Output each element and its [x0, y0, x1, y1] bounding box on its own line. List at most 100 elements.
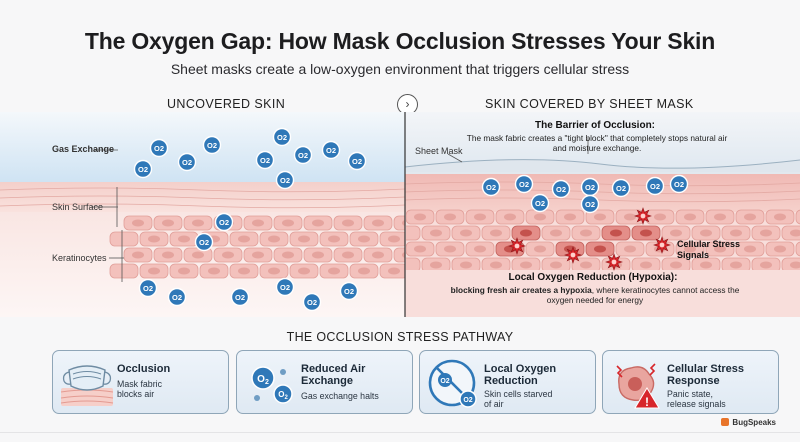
oxygen-molecule: O2 — [138, 278, 158, 298]
svg-text:O2: O2 — [280, 283, 290, 292]
oxygen-molecule: O2 — [551, 179, 571, 199]
svg-text:O2: O2 — [182, 158, 192, 167]
cell-nucleus — [312, 219, 324, 227]
cell-nucleus — [460, 229, 472, 237]
cell-nucleus — [178, 267, 190, 275]
svg-text:O2: O2 — [143, 284, 153, 293]
cell — [109, 263, 139, 279]
oxygen-molecule: O2 — [347, 151, 367, 171]
cell-nucleus — [252, 219, 264, 227]
svg-text:O2: O2 — [585, 183, 595, 192]
svg-text:!: ! — [645, 395, 649, 409]
hypoxia-text: blocking fresh air creates a hypoxia, wh… — [450, 285, 740, 305]
svg-text:O2: O2 — [260, 156, 270, 165]
oxygen-molecule: O2 — [645, 176, 665, 196]
oxygen-molecule: O2 — [149, 138, 169, 158]
cellular-stress-signals — [508, 207, 671, 271]
cell-nucleus — [624, 213, 636, 221]
cell-nucleus — [430, 261, 442, 269]
cell — [795, 209, 800, 225]
cell-nucleus — [372, 219, 384, 227]
cell-nucleus — [238, 235, 250, 243]
cell-nucleus — [460, 261, 472, 269]
oxygen-molecule: O2 — [275, 277, 295, 297]
cell — [393, 247, 405, 263]
oxygen-molecule: O2 — [580, 177, 600, 197]
cell-nucleus — [444, 213, 456, 221]
cell-nucleus — [624, 245, 636, 253]
oxygen-molecule: O2 — [167, 287, 187, 307]
cell-nucleus — [774, 245, 786, 253]
cell-nucleus — [328, 235, 340, 243]
cell-nucleus — [774, 213, 786, 221]
cell-nucleus — [430, 229, 442, 237]
svg-text:O2: O2 — [219, 218, 229, 227]
no-oxygen-icon: O2 O2 — [428, 359, 477, 408]
cell-nucleus — [402, 251, 405, 259]
svg-text:O2: O2 — [172, 293, 182, 302]
oxygen-molecule: O2 — [275, 170, 295, 190]
cell-nucleus — [654, 213, 666, 221]
cell-nucleus — [444, 245, 456, 253]
cell-nucleus — [534, 245, 546, 253]
cell-nucleus — [714, 213, 726, 221]
cell-nucleus — [564, 213, 576, 221]
cell-nucleus — [298, 235, 310, 243]
cell-nucleus — [388, 235, 400, 243]
oxygen-molecule: O2 — [230, 287, 250, 307]
cell-nucleus — [550, 229, 562, 237]
oxygen-molecule: O2 — [272, 127, 292, 147]
cell-nucleus — [714, 245, 726, 253]
cell-nucleus — [162, 251, 174, 259]
cell-nucleus — [520, 261, 532, 269]
oxygen-molecule: O2 — [293, 145, 313, 165]
oxygen-molecule: O2 — [530, 193, 550, 213]
svg-text:O2: O2 — [556, 185, 566, 194]
svg-text:O2: O2 — [650, 182, 660, 191]
svg-text:O2: O2 — [207, 141, 217, 150]
page-subtitle: Sheet masks create a low-oxygen environm… — [170, 61, 630, 77]
cell-nucleus — [222, 251, 234, 259]
stressed-cell-icon: ! — [616, 363, 660, 409]
skin-surface-label: Skin Surface — [52, 202, 104, 212]
oxygen-molecule: O2 — [481, 177, 501, 197]
cell-nucleus — [684, 245, 696, 253]
cell-nucleus — [414, 245, 426, 253]
cell-nucleus — [640, 229, 652, 237]
oxygen-molecule: O2 — [669, 174, 689, 194]
svg-text:O2: O2 — [307, 298, 317, 307]
cell-nucleus — [414, 213, 426, 221]
oxygen-molecule: O2 — [302, 292, 322, 312]
cell-nucleus — [670, 229, 682, 237]
svg-text:O2: O2 — [344, 287, 354, 296]
pathway-title: THE OCCLUSION STRESS PATHWAY — [286, 330, 514, 344]
oxygen-molecule: O2 — [194, 232, 214, 252]
cell-nucleus — [534, 213, 546, 221]
cell-nucleus — [790, 229, 800, 237]
cell-nucleus — [388, 267, 400, 275]
brand-logo: BugSpeaks — [721, 418, 776, 427]
keratinocyte-cells-left — [109, 215, 405, 279]
cell-nucleus — [298, 267, 310, 275]
cell-nucleus — [744, 213, 756, 221]
reduced-air-exchange-desc: Gas exchange halts — [301, 391, 379, 401]
cell — [393, 215, 405, 231]
svg-text:O2: O2 — [298, 151, 308, 160]
cell-nucleus — [192, 251, 204, 259]
hypoxia-title: Local Oxygen Reduction (Hypoxia): — [508, 272, 678, 283]
cell-nucleus — [520, 229, 532, 237]
cell-nucleus — [132, 219, 144, 227]
cell-nucleus — [640, 261, 652, 269]
cell — [795, 241, 800, 257]
svg-text:O2: O2 — [280, 176, 290, 185]
cell-nucleus — [342, 251, 354, 259]
